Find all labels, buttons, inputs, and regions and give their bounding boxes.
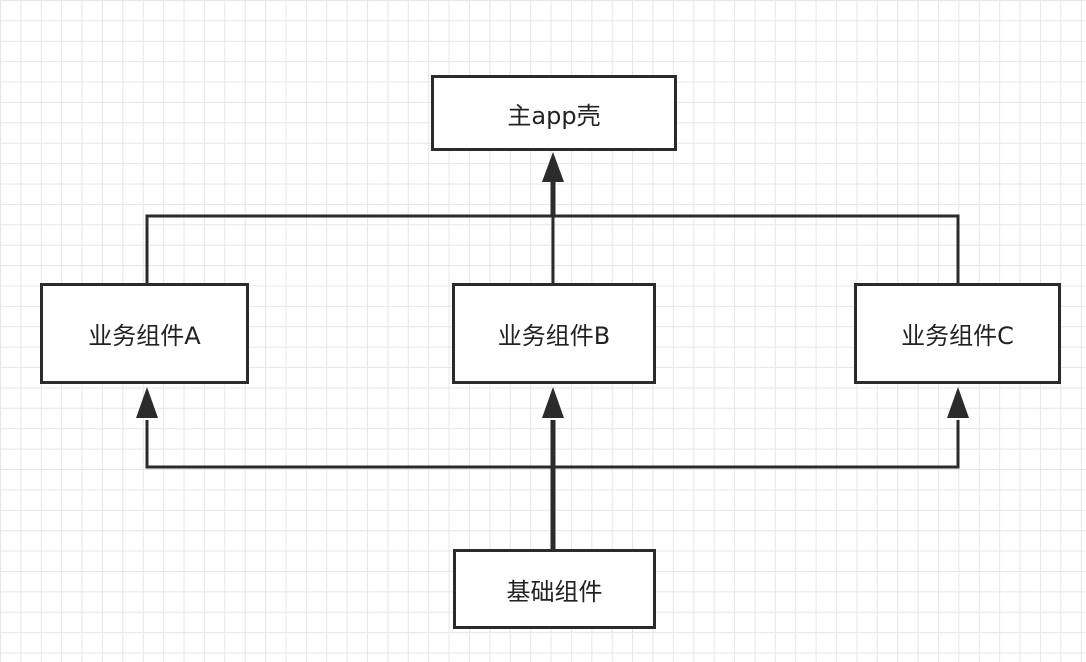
node-business-component-b: 业务组件B	[452, 283, 656, 384]
node-main-app-shell-label: 主app壳	[507, 101, 601, 130]
node-base-component-label: 基础组件	[506, 577, 603, 606]
connector-a-to-main	[145, 214, 553, 283]
arrowhead-a	[136, 387, 158, 418]
node-business-component-a: 业务组件A	[40, 283, 249, 384]
connector-c-to-main	[553, 214, 960, 283]
node-main-app-shell: 主app壳	[431, 75, 677, 151]
arrowhead-main	[542, 152, 564, 182]
connector-base-horizontal	[145, 420, 960, 469]
node-business-component-a-label: 业务组件A	[88, 322, 201, 350]
node-base-component: 基础组件	[453, 549, 656, 629]
arrowhead-b	[542, 387, 564, 418]
node-business-component-b-label: 业务组件B	[497, 322, 611, 350]
arrowhead-c	[947, 387, 969, 418]
node-business-component-c-label: 业务组件C	[901, 322, 1014, 350]
node-business-component-c: 业务组件C	[854, 283, 1061, 384]
